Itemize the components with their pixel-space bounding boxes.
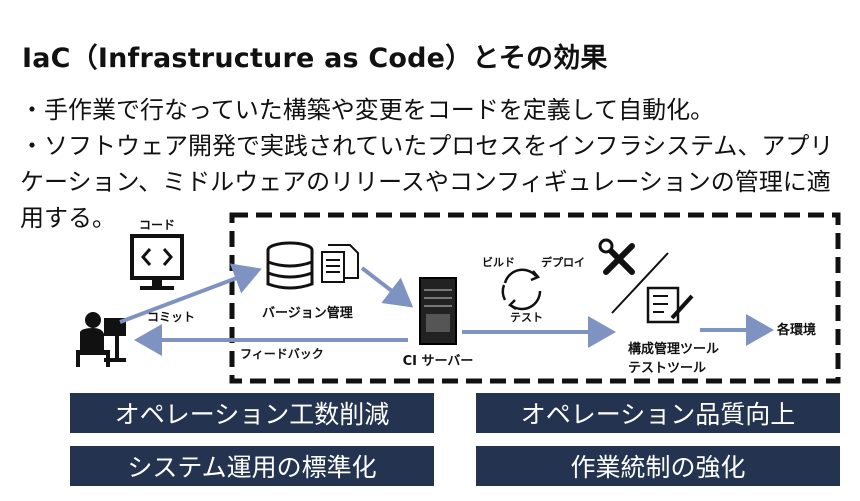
effect-box-quality: オペレーション品質向上 — [476, 393, 840, 433]
commit-arrow — [119, 263, 262, 324]
bullet-list: ・手作業で行なっていた構築や変更をコードを定義して自動化。 ・ソフトウェア開発で… — [20, 92, 850, 236]
divider-line — [611, 252, 669, 314]
trigger-arrow — [360, 266, 414, 308]
bullet-item: ・ソフトウェア開発で実践されていたプロセスをインフラシステム、アプリケーション、… — [20, 132, 834, 232]
documents-icon — [321, 244, 359, 283]
commit-label: コミット — [147, 310, 195, 324]
effect-box-governance: 作業統制の強化 — [476, 446, 840, 486]
document-pencil-icon — [646, 286, 694, 324]
build-label: ビルド — [482, 255, 515, 269]
effect-box-standardization: システム運用の標準化 — [70, 446, 434, 486]
environments-label: 各環境 — [776, 322, 816, 338]
page-title: IaC（Infrastructure as Code）とその効果 — [22, 43, 608, 74]
server-icon — [419, 277, 457, 345]
test-tool-label: テストツール — [628, 361, 706, 376]
effect-box-workload: オペレーション工数削減 — [70, 393, 434, 433]
code-label: コード — [139, 218, 175, 232]
monitor-code-icon — [130, 234, 184, 290]
database-icon — [266, 241, 314, 290]
deploy-label: デプロイ — [541, 255, 585, 269]
feedback-label: フィードバック — [240, 347, 324, 361]
vcs-label: バージョン管理 — [262, 305, 353, 321]
cycle-arrows-icon — [501, 268, 542, 311]
config-tool-label: 構成管理ツール — [628, 341, 719, 357]
ci-server-label: CI サーバー — [403, 354, 474, 369]
tools-icon — [598, 238, 635, 275]
pipeline-boundary — [229, 212, 841, 384]
developer-icon — [76, 312, 126, 367]
bullet-item: ・手作業で行なっていた構築や変更をコードを定義して自動化。 — [20, 96, 715, 124]
test-label: テスト — [510, 311, 543, 324]
